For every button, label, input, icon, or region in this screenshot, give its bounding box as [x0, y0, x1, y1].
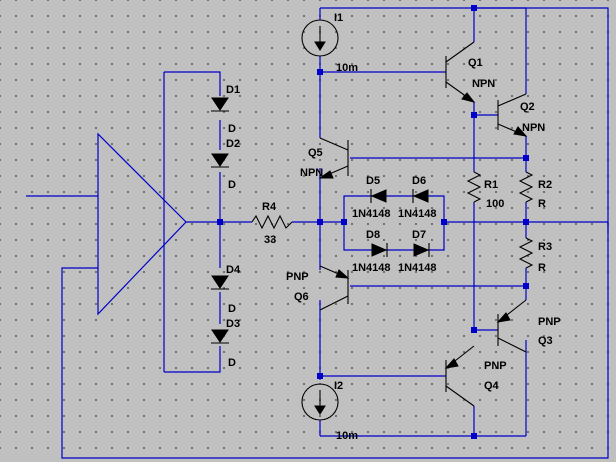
label-d2-value: D — [228, 179, 236, 191]
label-r1-name: R1 — [484, 179, 498, 191]
label-q5-name: Q5 — [308, 147, 323, 159]
label-i1-value: 10m — [336, 62, 358, 74]
label-r4-name: R4 — [262, 201, 277, 213]
diode-d2 — [211, 153, 229, 168]
label-q4-name: Q4 — [484, 380, 500, 392]
transistor-q4 — [444, 345, 475, 407]
label-q3-type: PNP — [538, 316, 561, 328]
transistor-q3 — [496, 299, 527, 353]
label-d3-name: D3 — [226, 318, 240, 330]
label-d8-name: D8 — [366, 229, 380, 241]
label-r4-value: 33 — [264, 234, 276, 246]
diode-d1 — [211, 97, 229, 112]
diode-d6 — [412, 189, 429, 203]
label-q6-type: PNP — [286, 271, 309, 283]
diode-d5 — [370, 189, 387, 203]
label-d6-name: D6 — [412, 175, 426, 187]
resistor-r3 — [518, 237, 534, 269]
label-i2-name: I2 — [334, 380, 343, 392]
diode-d7 — [413, 243, 430, 257]
labels: I1 10m I2 10m Q1 NPN Q2 NPN PNP Q3 PNP Q… — [226, 12, 561, 442]
label-i1-name: I1 — [334, 12, 343, 24]
resistor-r2 — [518, 171, 534, 203]
label-q1-type: NPN — [472, 78, 495, 90]
label-r3-name: R3 — [538, 241, 552, 253]
diode-d3 — [211, 329, 229, 344]
label-d5-value: 1N4148 — [352, 208, 391, 220]
junctions — [217, 5, 529, 439]
label-d7-name: D7 — [412, 229, 426, 241]
label-d4-value: D — [228, 303, 236, 315]
label-d6-value: 1N4148 — [398, 208, 437, 220]
diode-d4 — [211, 275, 229, 290]
label-q4-type: PNP — [484, 360, 507, 372]
label-d2-name: D2 — [226, 138, 240, 150]
transistor-q5 — [318, 137, 349, 179]
label-d1-name: D1 — [226, 84, 240, 96]
label-q2-name: Q2 — [520, 101, 535, 113]
diode-d8 — [371, 243, 388, 257]
label-d1-value: D — [228, 123, 236, 135]
transistor-q6 — [319, 265, 350, 311]
label-d7-value: 1N4148 — [398, 262, 437, 274]
amplifier-symbol — [97, 132, 187, 316]
label-d5-name: D5 — [366, 175, 380, 187]
label-q5-type: NPN — [300, 167, 323, 179]
resistor-r4 — [251, 214, 293, 230]
transistor-q1 — [445, 41, 476, 103]
label-d4-name: D4 — [226, 264, 241, 276]
label-q6-name: Q6 — [294, 291, 309, 303]
label-i2-value: 10m — [336, 430, 358, 442]
label-d3-value: D — [228, 357, 236, 369]
resistor-r1 — [466, 171, 482, 203]
label-q3-name: Q3 — [538, 335, 553, 347]
label-r2-value: R — [538, 198, 546, 210]
wires — [26, 7, 609, 459]
label-d8-value: 1N4148 — [352, 262, 391, 274]
label-r1-value: 100 — [486, 198, 504, 210]
current-source-i1 — [301, 19, 339, 57]
label-r3-value: R — [538, 262, 546, 274]
current-source-i2 — [301, 383, 339, 421]
label-r2-name: R2 — [538, 179, 552, 191]
label-q2-type: NPN — [522, 122, 545, 134]
transistor-q2 — [497, 93, 528, 137]
label-q1-name: Q1 — [468, 57, 483, 69]
